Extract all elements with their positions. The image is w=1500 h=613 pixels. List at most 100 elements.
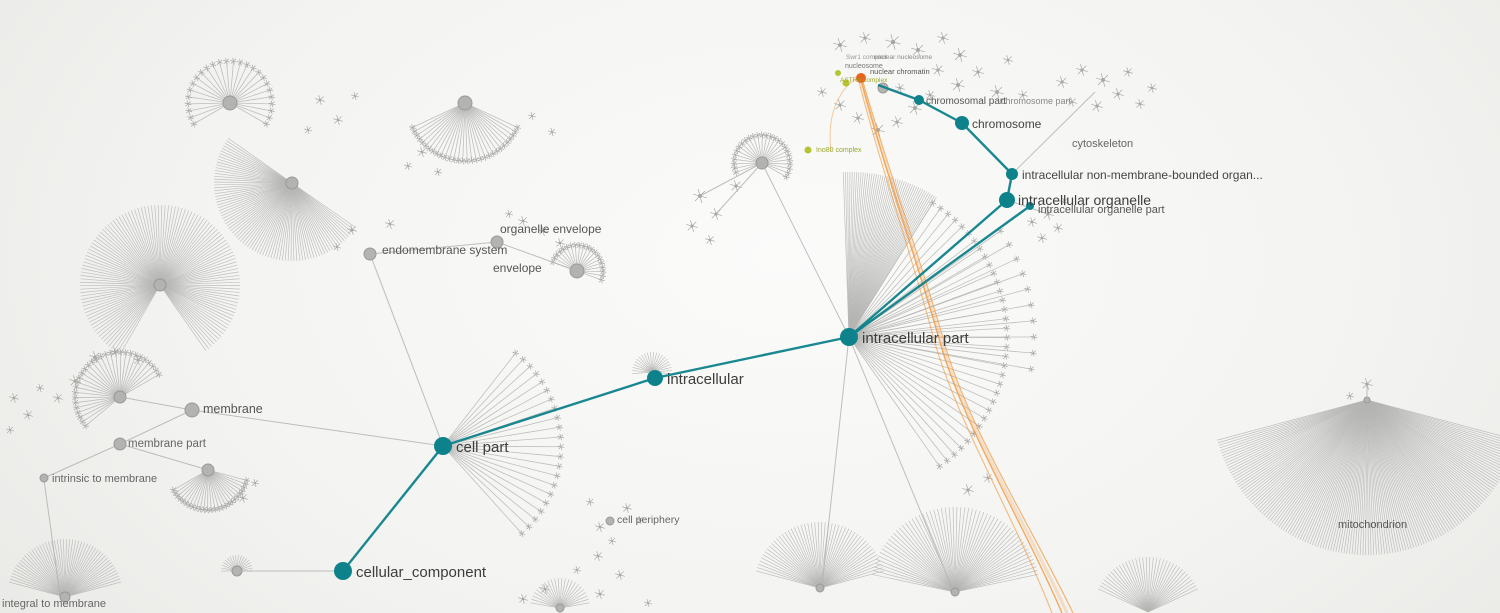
gray-term-node[interactable] bbox=[605, 516, 615, 526]
star-glyph bbox=[586, 498, 594, 506]
node-nucleosome-highlight[interactable] bbox=[856, 73, 866, 83]
leaf-glyph bbox=[981, 415, 988, 422]
edge bbox=[761, 162, 850, 338]
node-label-cell-part[interactable]: cell part bbox=[456, 439, 509, 456]
term-label[interactable]: organelle envelope bbox=[500, 222, 602, 236]
term-label[interactable]: mitochondrion bbox=[1338, 519, 1407, 531]
star-glyph bbox=[434, 168, 442, 176]
leaf-glyph bbox=[512, 349, 520, 357]
leaf-glyph bbox=[936, 463, 943, 470]
highlight-paths bbox=[829, 77, 1074, 613]
green-term-node[interactable] bbox=[804, 146, 812, 154]
leaf-glyph bbox=[554, 414, 561, 422]
node-label-chromosome[interactable]: chromosome bbox=[972, 117, 1042, 131]
leaf-glyph bbox=[514, 124, 521, 131]
gray-term-node[interactable] bbox=[39, 473, 49, 483]
term-label[interactable]: membrane part bbox=[128, 438, 207, 450]
leaf-glyph bbox=[74, 409, 82, 417]
node-label-intracellular-part[interactable]: intracellular part bbox=[862, 330, 970, 347]
leaf-glyph bbox=[493, 147, 501, 155]
node-label-intracellular[interactable]: intracellular bbox=[667, 371, 744, 388]
node-cellular-component[interactable] bbox=[334, 562, 352, 580]
fan-cluster bbox=[169, 463, 251, 514]
node-intracellular-organelle-part[interactable] bbox=[1026, 202, 1034, 210]
star-glyph bbox=[347, 225, 357, 235]
term-label[interactable]: envelope bbox=[493, 261, 542, 275]
fan-cluster bbox=[632, 352, 672, 375]
leaf-glyph bbox=[445, 155, 453, 163]
leaf-glyph bbox=[771, 134, 779, 142]
node-cell-part[interactable] bbox=[434, 437, 452, 455]
node-intracellular-part[interactable] bbox=[840, 328, 858, 346]
star-glyph bbox=[925, 90, 935, 100]
green-term-node[interactable] bbox=[842, 79, 850, 87]
star-glyph bbox=[110, 347, 120, 357]
node-intracellular[interactable] bbox=[647, 370, 663, 386]
leaf-glyph bbox=[72, 383, 80, 391]
node-intracellular-non-membrane-bounded-organelle[interactable] bbox=[1006, 168, 1018, 180]
star-glyph bbox=[1053, 223, 1063, 233]
star-glyph bbox=[595, 522, 605, 532]
fan-hub-node[interactable] bbox=[815, 583, 825, 593]
leaf-glyph bbox=[454, 157, 462, 164]
leaf-glyph bbox=[958, 223, 966, 231]
fan-hub-node[interactable] bbox=[457, 95, 473, 111]
fan-hub-node[interactable] bbox=[59, 591, 71, 603]
star-glyph bbox=[710, 208, 722, 220]
term-label[interactable]: cytoskeleton bbox=[1072, 138, 1133, 150]
fan-hub-node[interactable] bbox=[285, 176, 299, 190]
star-glyph bbox=[1037, 233, 1047, 243]
term-label[interactable]: nuclear chromatin bbox=[870, 67, 930, 76]
fan-cluster bbox=[842, 172, 937, 338]
leaf-glyph bbox=[1013, 255, 1021, 263]
leaf-glyph bbox=[268, 100, 276, 108]
leaf-glyph bbox=[122, 349, 130, 356]
node-chromosomal-part[interactable] bbox=[914, 95, 924, 105]
node-label-chromosomal-part[interactable]: chromosomal part bbox=[926, 96, 1006, 107]
gray-term-node[interactable] bbox=[363, 247, 377, 261]
leaf-glyph bbox=[996, 380, 1004, 388]
node-chromosome[interactable] bbox=[955, 116, 969, 130]
node-label-intracellular-organelle-part[interactable]: intracellular organelle part bbox=[1038, 204, 1165, 216]
edge bbox=[43, 443, 121, 479]
node-label-cellular-component[interactable]: cellular_component bbox=[356, 564, 487, 581]
fan-hub-node[interactable] bbox=[222, 95, 238, 111]
term-label[interactable]: ASTRA complex bbox=[840, 77, 888, 84]
gray-term-node[interactable] bbox=[490, 235, 504, 249]
leaf-glyph bbox=[1003, 324, 1011, 332]
edge bbox=[496, 241, 578, 272]
term-label[interactable]: chromosome part bbox=[1001, 96, 1072, 106]
term-label[interactable]: cell periphery bbox=[617, 514, 680, 526]
fan-hub-node[interactable] bbox=[950, 587, 960, 597]
node-label-intracellular-non-membrane-bounded-organelle[interactable]: intracellular non-membrane-bounded organ… bbox=[1022, 168, 1263, 182]
gray-term-node[interactable] bbox=[184, 402, 200, 418]
star-glyph bbox=[333, 243, 341, 251]
fan-cluster bbox=[1217, 396, 1500, 555]
star-glyph bbox=[573, 566, 581, 574]
term-label[interactable]: endomembrane system bbox=[382, 243, 507, 257]
gray-term-node[interactable] bbox=[113, 437, 127, 451]
term-label[interactable]: nuclear nucleosome bbox=[874, 54, 933, 61]
node-intracellular-organelle[interactable] bbox=[999, 192, 1015, 208]
star-glyph bbox=[538, 226, 548, 236]
fan-cluster bbox=[8, 539, 122, 603]
fan-hub-node[interactable] bbox=[555, 603, 565, 613]
leaf-glyph bbox=[1000, 362, 1008, 370]
term-label[interactable]: intrinsic to membrane bbox=[52, 473, 157, 485]
fan-cluster bbox=[730, 131, 794, 181]
fan-cluster bbox=[530, 578, 590, 613]
green-term-node[interactable] bbox=[835, 70, 841, 76]
node-label-intracellular-organelle[interactable]: intracellular organelle bbox=[1018, 192, 1151, 208]
term-label[interactable]: Swr1 complex bbox=[846, 54, 888, 61]
star-glyph bbox=[404, 162, 412, 170]
fan-hub-node[interactable] bbox=[153, 278, 167, 292]
term-label[interactable]: membrane bbox=[203, 402, 263, 416]
leaf-glyph bbox=[185, 93, 192, 101]
leaf-glyph bbox=[132, 351, 140, 359]
leaf-glyph bbox=[197, 69, 205, 76]
term-label[interactable]: Ino80 complex bbox=[816, 147, 862, 154]
term-label[interactable]: integral to membrane bbox=[2, 598, 106, 610]
term-label[interactable]: nucleosome bbox=[845, 63, 883, 70]
